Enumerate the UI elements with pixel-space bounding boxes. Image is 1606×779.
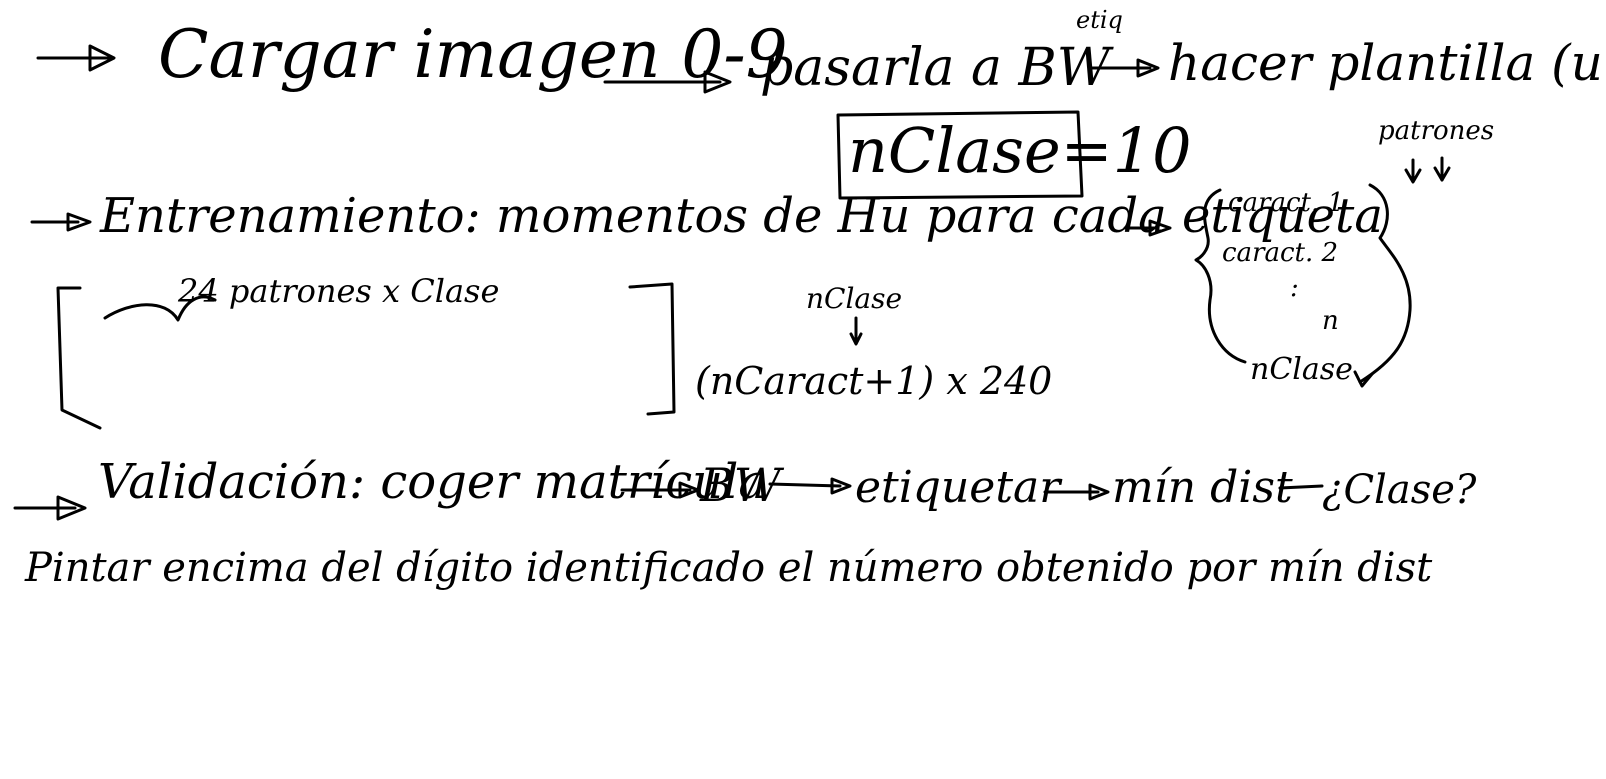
to-bw-text: pasarla a BW [760,38,1111,98]
template-text: hacer plantilla (umbral) [1168,34,1606,92]
matrix-right-bracket [628,282,676,416]
load-image-text: Cargar imagen 0-9 [158,16,788,93]
matrix-size-text: (nCaract+1) x 240 [695,359,1053,403]
nclase-note: nClase [806,282,903,315]
training-text: Entrenamiento: momentos de Hu para cada … [100,188,1383,244]
arrow-icon [603,70,732,94]
brace-item: nClase [1250,352,1353,387]
arrow-icon [1088,58,1160,78]
arrow-icon [30,212,92,232]
brace-item: : [1290,273,1299,303]
nclase-box [836,110,1084,200]
arrow-icon [13,495,87,521]
down-arrows-icon [1404,156,1451,184]
brace-item: caract. 2 [1222,238,1339,268]
nclase-box-label: nClase=10 [848,114,1192,187]
min-dist-text: mín dist [1112,462,1293,513]
paint-instruction-text: Pintar encima del dígito identificado el… [25,545,1433,591]
validation-text: Validación: coger matrícula [98,454,767,510]
left-brace [1194,188,1247,364]
brace-item: caract. 1 [1228,188,1345,218]
arrow-icon [36,44,116,72]
which-class-text: ¿Clase? [1322,467,1477,513]
patrones-label: patrones [1378,116,1495,146]
arrow-icon [768,477,852,495]
label-text: etiquetar [855,462,1061,513]
patrones-per-class-text: 24 patrones x Clase [178,272,500,310]
bw-text: BW [700,458,782,512]
brace-item: n [1322,306,1339,336]
arrow-icon [620,481,700,499]
arrow-icon [1123,219,1172,237]
right-brace [1358,183,1412,384]
matrix-left-bracket [56,286,102,430]
etiq-note: etiq [1076,6,1123,34]
arrow-icon [1043,483,1110,501]
